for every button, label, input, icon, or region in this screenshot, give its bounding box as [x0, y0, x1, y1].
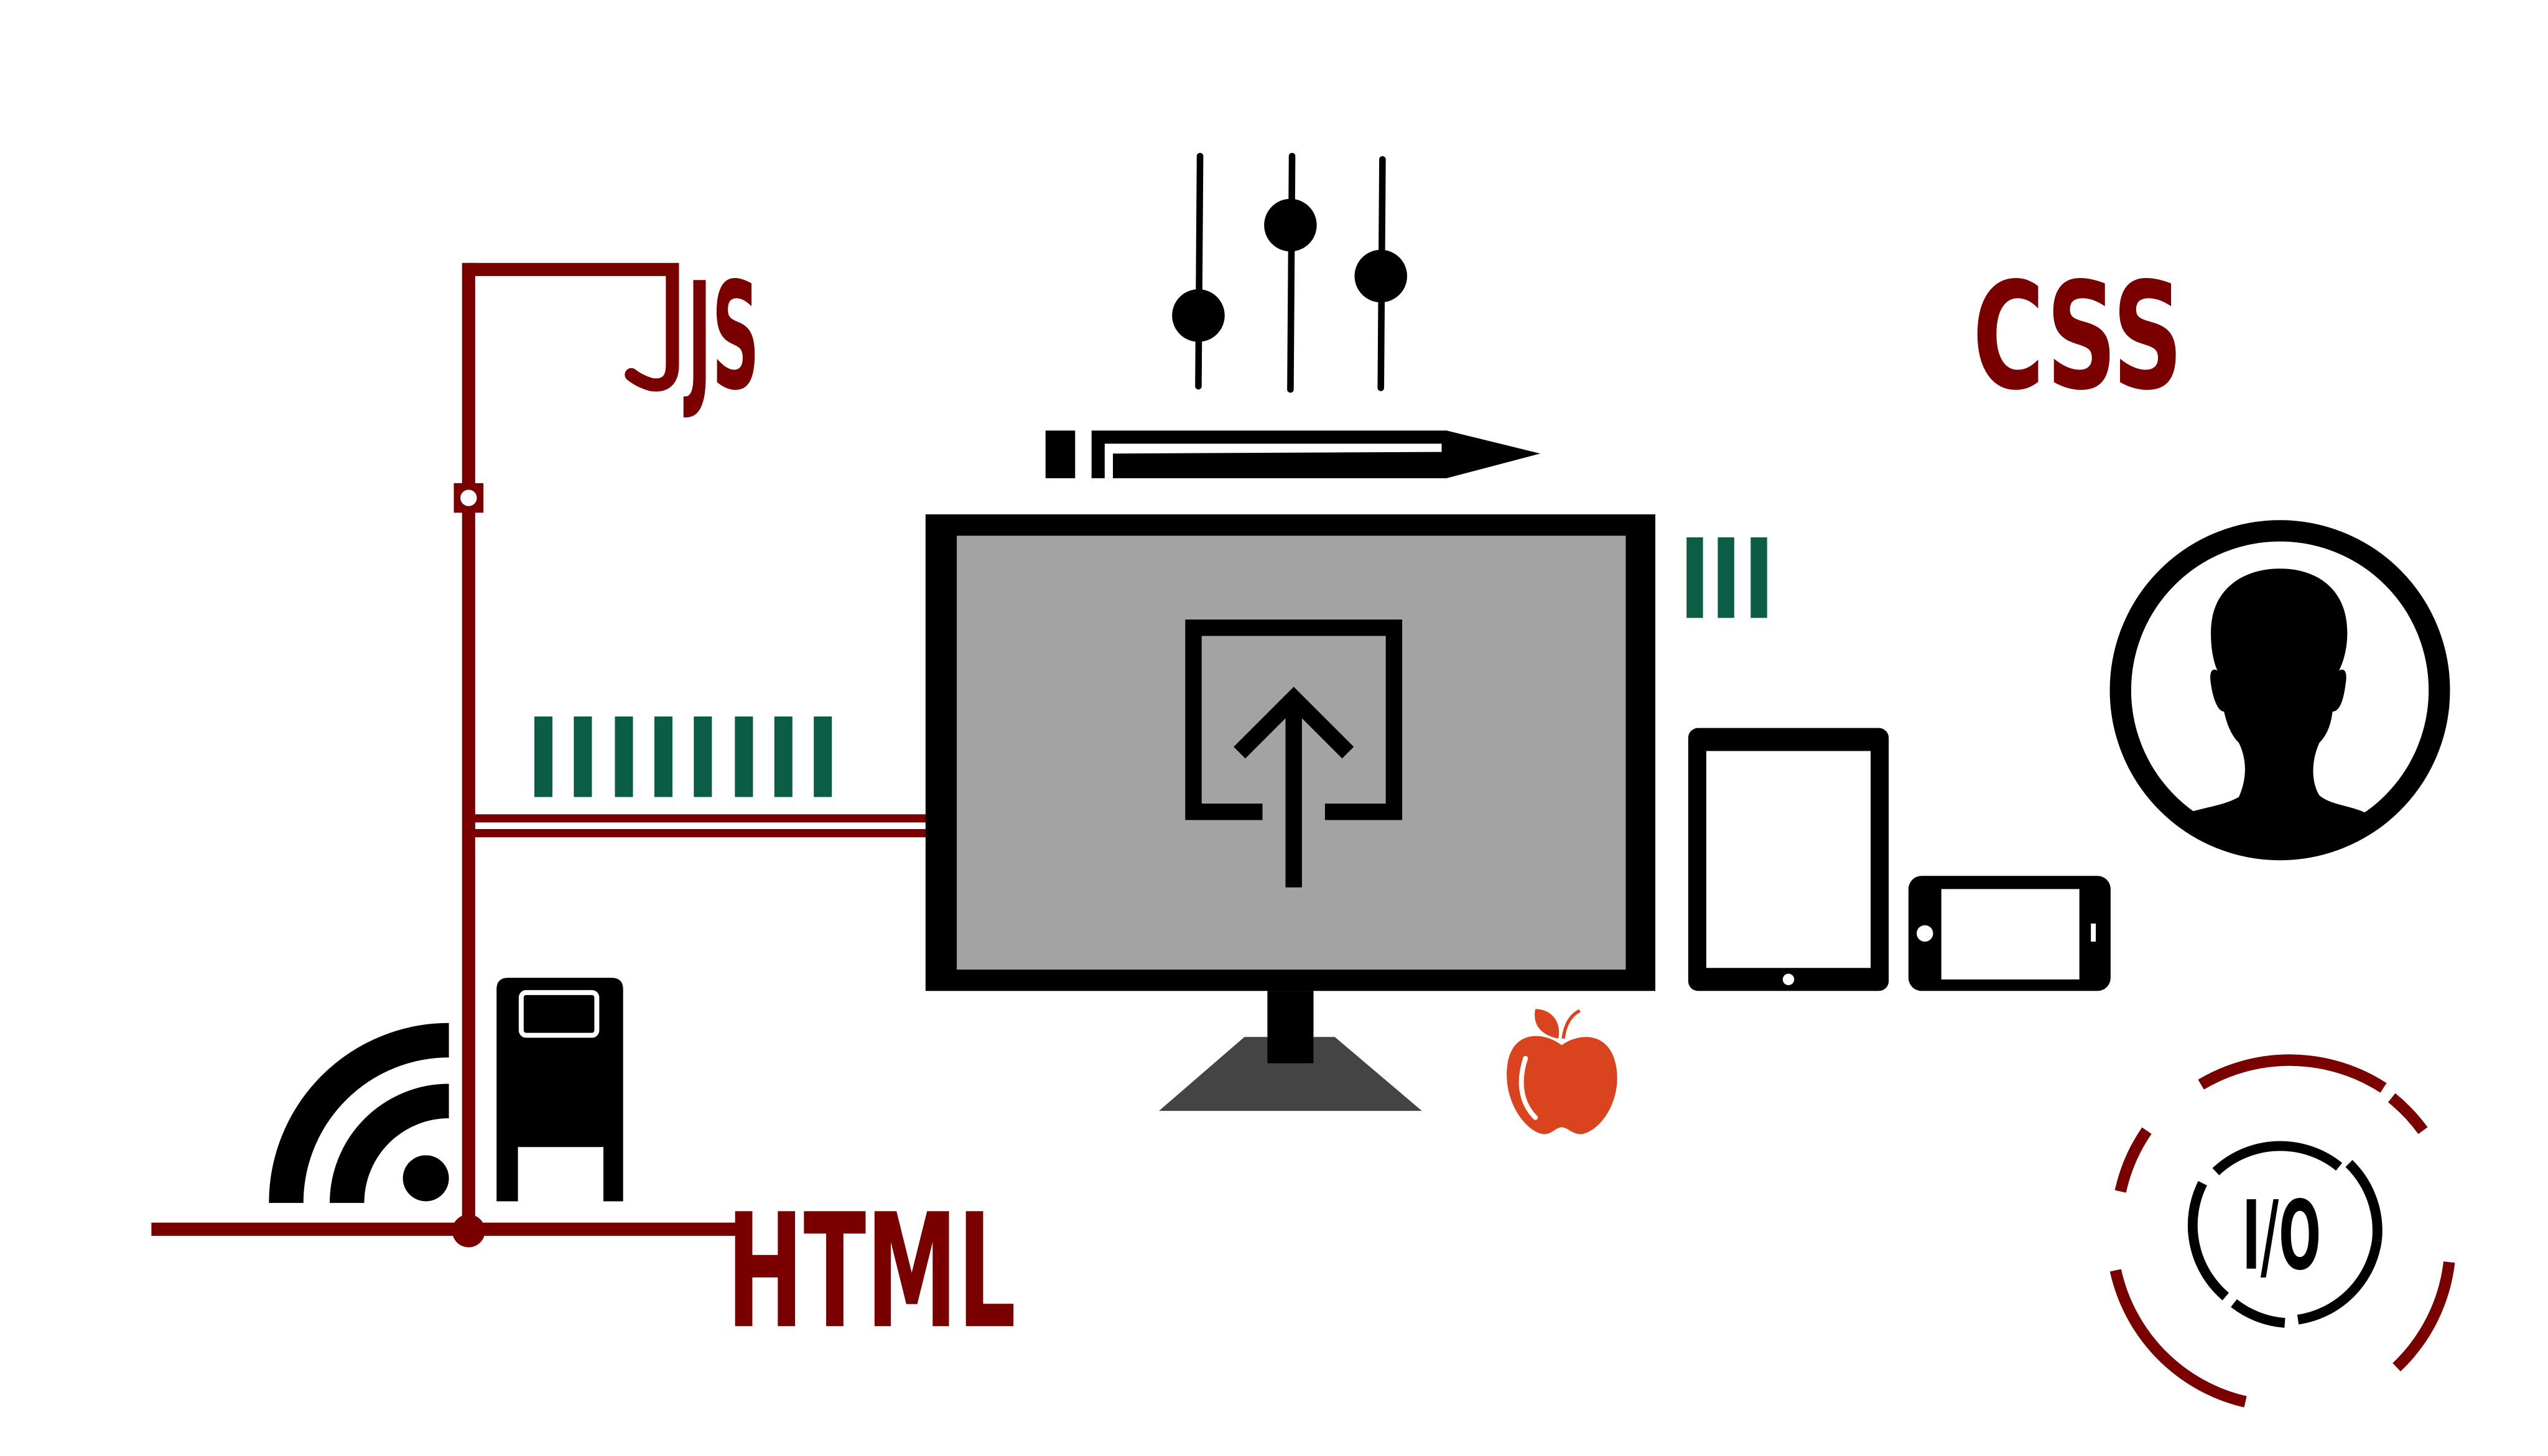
- sliders-icon: [1172, 152, 1408, 393]
- io-outer-ring: [2109, 1054, 2455, 1407]
- green-bar: [654, 716, 672, 797]
- js-hook-curl: [625, 358, 679, 392]
- green-bar: [534, 716, 553, 797]
- io-inner-ring: [2187, 1141, 2383, 1328]
- green-bars-right: [1686, 537, 1767, 618]
- js-label: JS: [683, 251, 760, 424]
- io-label: I/O: [2242, 1181, 2321, 1292]
- wire-connector-hole: [460, 489, 477, 506]
- css-label: CSS: [1973, 251, 2183, 424]
- wifi-icon: [269, 1022, 450, 1203]
- io-circle-icon: [2109, 1054, 2455, 1407]
- monitor-stand: [1159, 1037, 1422, 1111]
- green-bar: [1686, 537, 1703, 618]
- phone-icon: [1908, 876, 2111, 991]
- green-bar: [774, 716, 793, 797]
- monitor-icon: [925, 514, 1655, 1111]
- green-bar: [814, 716, 832, 797]
- green-bars-left: [534, 716, 832, 797]
- green-bar: [1751, 537, 1767, 618]
- js-hook-wire: [468, 262, 679, 365]
- green-bar: [694, 716, 712, 797]
- mailbox-icon: [496, 978, 623, 1202]
- apple-icon: [1507, 1009, 1617, 1134]
- green-bar: [735, 716, 753, 797]
- html-label: HTML: [727, 1180, 1016, 1363]
- tablet-icon: [1688, 728, 1889, 991]
- pencil-icon: [1045, 430, 1541, 478]
- circuit-lines: [151, 262, 929, 1236]
- green-bar: [574, 716, 592, 797]
- wifi-dot: [402, 1155, 449, 1202]
- wire-junction-dot: [452, 1214, 485, 1248]
- upload-icon: [1185, 619, 1403, 888]
- green-bar: [615, 716, 633, 797]
- user-avatar-icon: [2109, 520, 2450, 861]
- green-bar: [1718, 537, 1734, 618]
